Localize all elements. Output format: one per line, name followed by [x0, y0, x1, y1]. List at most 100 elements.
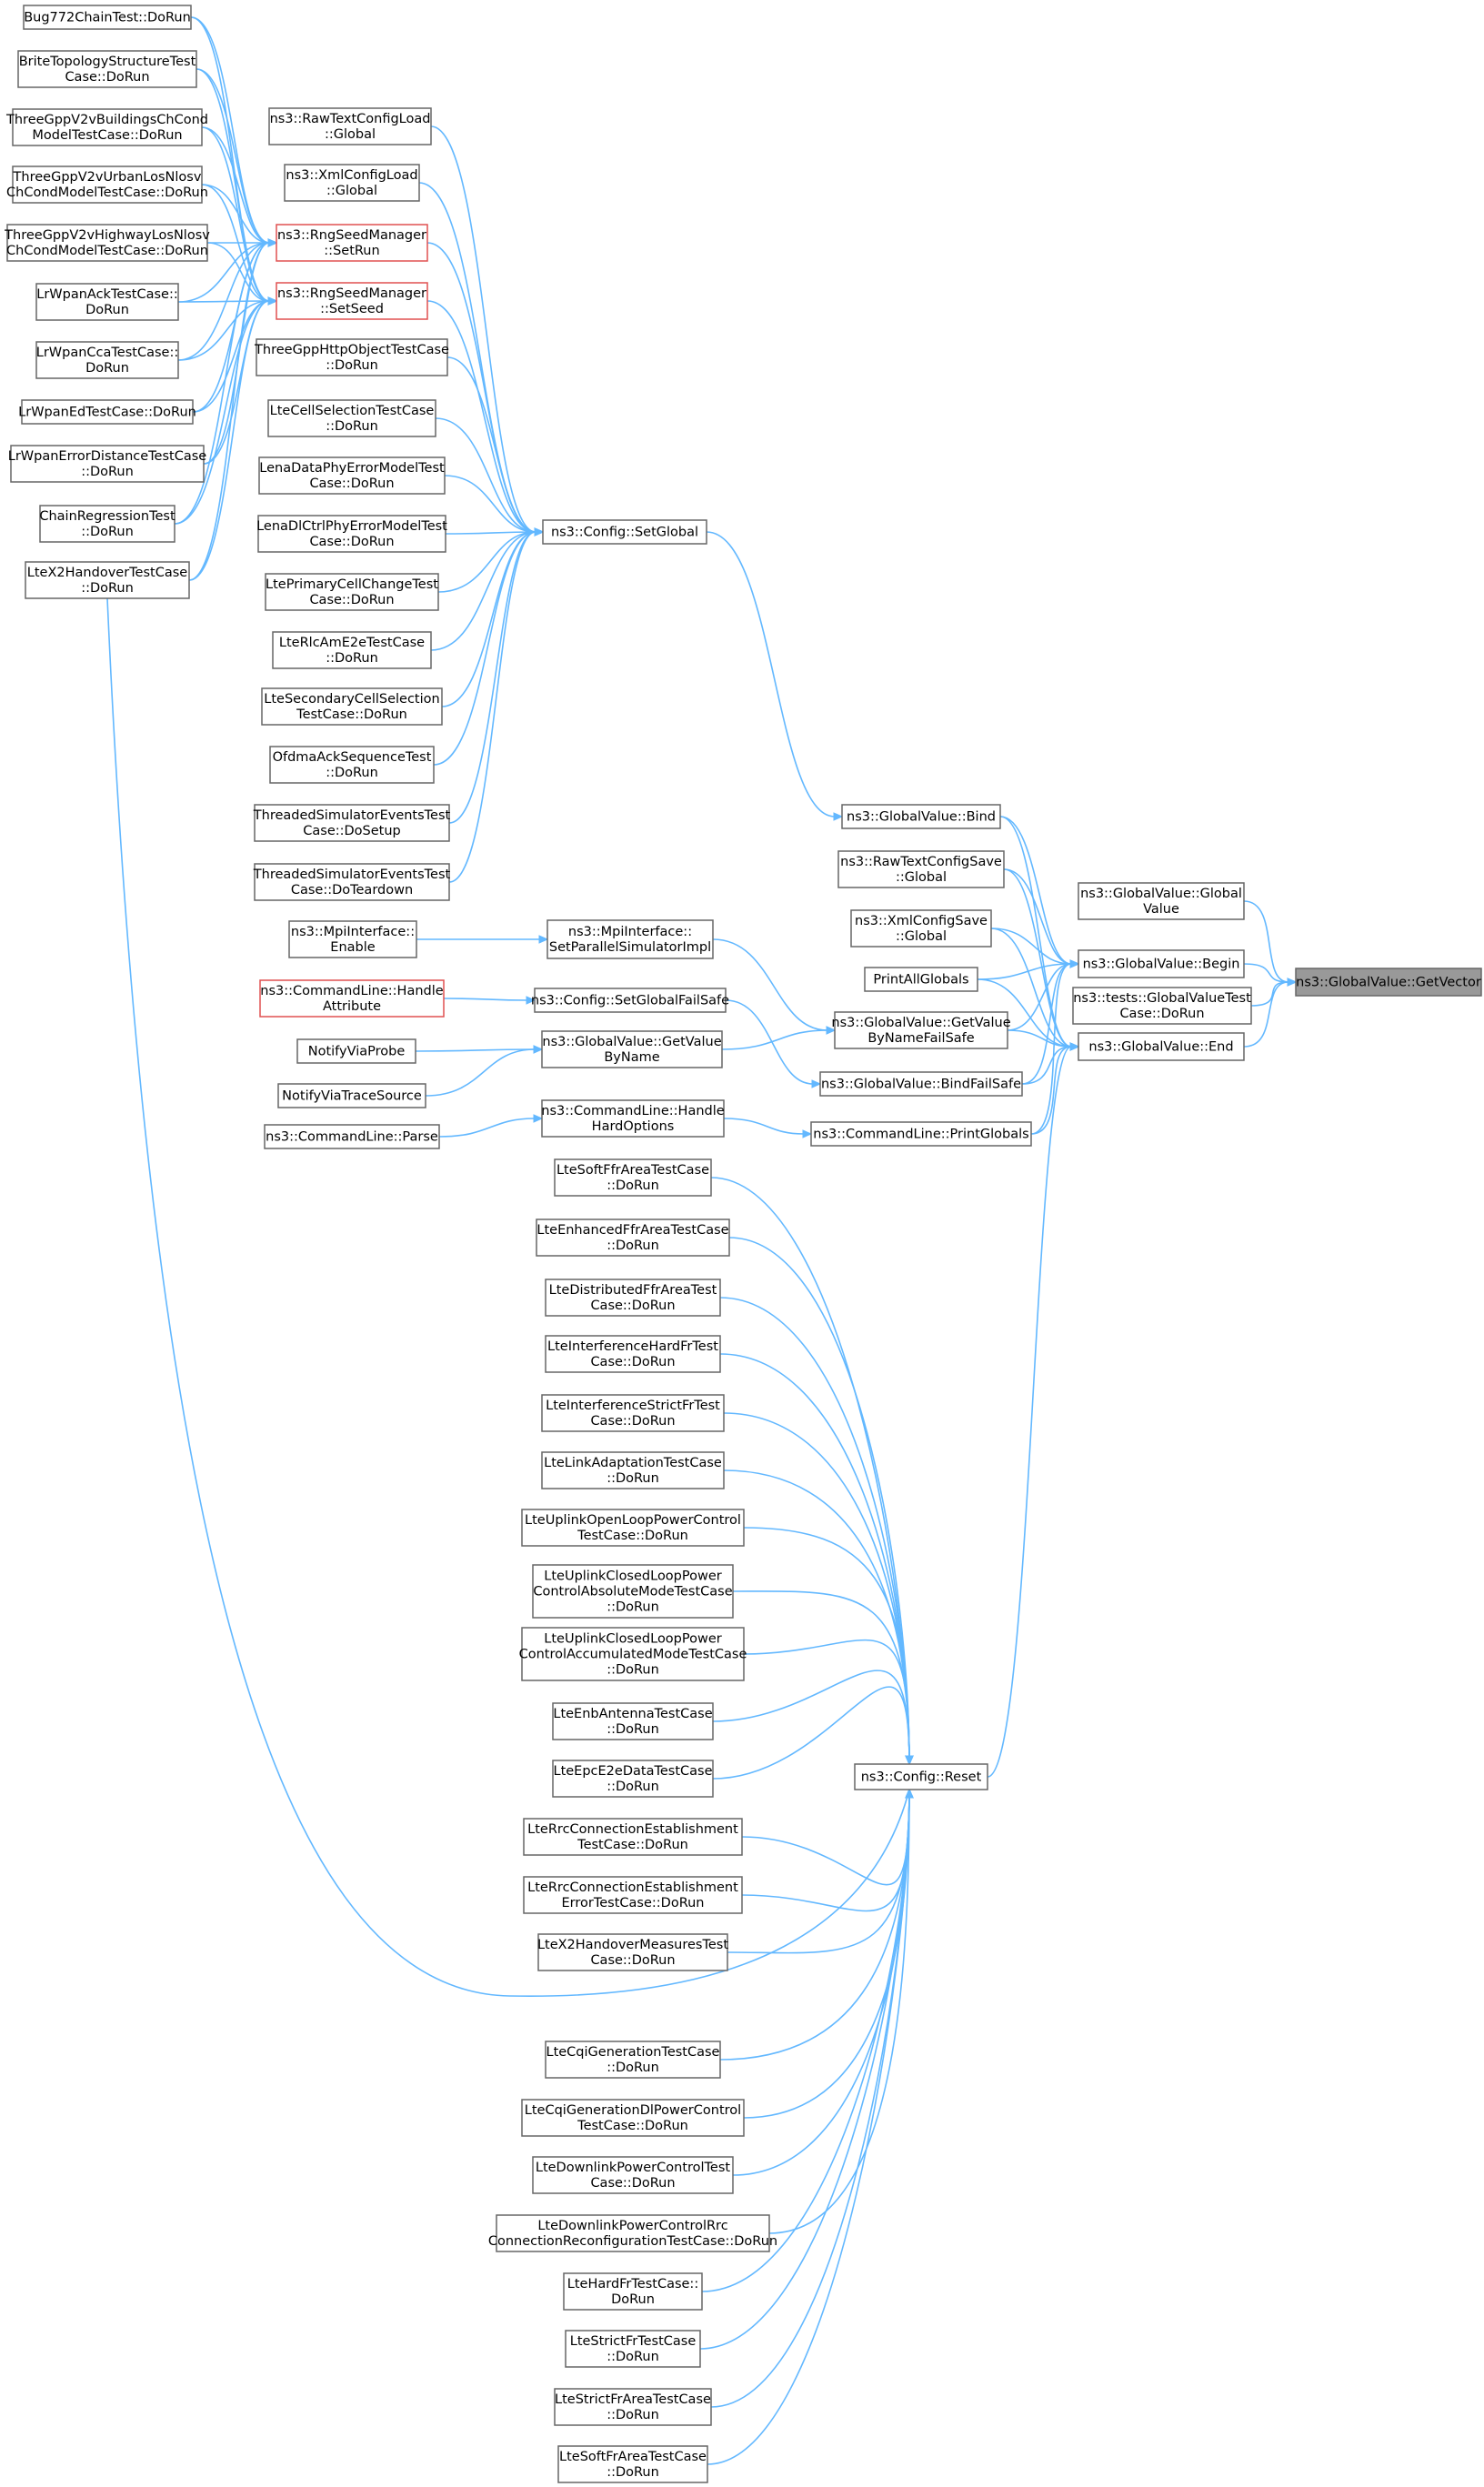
node-root[interactable]: ns3::GlobalValue::GetVector: [1295, 968, 1482, 997]
edge-lenadlctrl-to-cfg-setglobal: [445, 531, 536, 535]
edge-tgv2vbuild-to-rng-setrun: [201, 126, 270, 244]
node-notifyprobe[interactable]: NotifyViaProbe: [296, 1038, 416, 1064]
node-threegpphttp[interactable]: ThreeGppHttpObjectTestCase::DoRun: [254, 338, 449, 376]
node-r-ulclosedacc[interactable]: LteUplinkClosedLoopPowerControlAccumulat…: [519, 1627, 747, 1681]
node-xmlsave[interactable]: ns3::XmlConfigSave::Global: [850, 909, 992, 948]
node-lrwpancca[interactable]: LrWpanCcaTestCase::DoRun: [35, 341, 179, 379]
node-ltex2ho[interactable]: LteX2HandoverTestCase::DoRun: [25, 561, 190, 599]
node-label-line: NotifyViaTraceSource: [282, 1089, 422, 1104]
node-cfg-setglobalfs[interactable]: ns3::Config::SetGlobalFailSafe: [531, 988, 729, 1013]
node-r-epce2e[interactable]: LteEpcE2eDataTestCase::DoRun: [552, 1760, 714, 1798]
node-printall[interactable]: PrintAllGlobals: [864, 967, 978, 992]
node-ofdmaack[interactable]: OfdmaAckSequenceTest::DoRun: [269, 746, 435, 784]
node-r-enbant[interactable]: LteEnbAntennaTestCase::DoRun: [552, 1702, 714, 1740]
node-rawload[interactable]: ns3::RawTextConfigLoad::Global: [268, 107, 432, 145]
node-gv-bind[interactable]: ns3::GlobalValue::Bind: [841, 804, 1001, 829]
node-chainreg[interactable]: ChainRegressionTest::DoRun: [39, 505, 175, 543]
node-r-cqigen[interactable]: LteCqiGenerationTestCase::DoRun: [545, 2041, 721, 2079]
node-label-line: ::DoRun: [607, 1722, 659, 1737]
node-label-line: LrWpanAckTestCase::: [36, 287, 178, 302]
node-r-hardfr[interactable]: LteHardFrTestCase::DoRun: [563, 2272, 703, 2311]
node-notifytrace[interactable]: NotifyViaTraceSource: [277, 1083, 426, 1108]
node-tgv2vbuild[interactable]: ThreeGppV2vBuildingsChCondModelTestCase:…: [5, 108, 208, 146]
edge-rawload-to-cfg-setglobal: [430, 125, 536, 533]
node-r-linkadapt[interactable]: LteLinkAdaptationTestCase::DoRun: [541, 1451, 725, 1489]
node-tgv2vhwy[interactable]: ThreeGppV2vHighwayLosNlosvChCondModelTes…: [4, 224, 210, 262]
node-threadedteardown[interactable]: ThreadedSimulatorEventsTestCase::DoTeard…: [253, 863, 451, 901]
node-ltecellsel[interactable]: LteCellSelectionTestCase::DoRun: [267, 399, 436, 437]
node-label-line: ns3::Config::SetGlobal: [551, 526, 698, 540]
node-box: [541, 1030, 723, 1068]
edge-r-ulclosedacc-to-cfg-reset: [743, 1639, 910, 1765]
node-rng-setrun[interactable]: ns3::RngSeedManager::SetRun: [276, 224, 428, 262]
node-label-line: ModelTestCase::DoRun: [32, 128, 182, 143]
node-box: [854, 1763, 988, 1790]
node-label-line: LteDistributedFfrAreaTest: [549, 1283, 717, 1298]
node-tgv2vurban[interactable]: ThreeGppV2vUrbanLosNlosvChCondModelTestC…: [6, 165, 208, 204]
node-r-softfr[interactable]: LteSoftFrAreaTestCase::DoRun: [557, 2445, 708, 2483]
node-r-strictfr[interactable]: LteStrictFrTestCase::DoRun: [565, 2330, 701, 2368]
node-gv-end[interactable]: ns3::GlobalValue::End: [1078, 1032, 1245, 1061]
node-cfg-reset[interactable]: ns3::Config::Reset: [854, 1763, 988, 1790]
node-gv-begin[interactable]: ns3::GlobalValue::Begin: [1078, 949, 1245, 978]
node-label-line: ns3::RngSeedManager: [277, 228, 426, 243]
edge-gv-getvalbn-to-gv-getvalfs: [721, 1029, 828, 1050]
node-label-line: ::DoRun: [326, 358, 378, 373]
node-mpi-setpar[interactable]: ns3::MpiInterface::SetParallelSimulatorI…: [546, 919, 714, 959]
node-label-line: Enable: [330, 940, 375, 955]
node-lrwpaned[interactable]: LrWpanEdTestCase::DoRun: [18, 399, 196, 425]
node-r-dlpowerrrc[interactable]: LteDownlinkPowerControlRrcConnectionReco…: [488, 2214, 777, 2252]
node-rng-setseed[interactable]: ns3::RngSeedManager::SetSeed: [276, 282, 428, 320]
edge-cl-handleattr-to-cfg-setglobalfs: [443, 998, 528, 1001]
arrowhead: [526, 996, 536, 1005]
node-label-line: ns3::GlobalValue::GetValue: [542, 1035, 721, 1049]
node-cl-printglobals[interactable]: ns3::CommandLine::PrintGlobals: [810, 1121, 1032, 1147]
node-box: [258, 456, 446, 495]
node-lrwpanerr[interactable]: LrWpanErrorDistanceTestCase::DoRun: [8, 445, 207, 483]
edge-gv-end-to-root: [1243, 981, 1289, 1048]
node-r-rrcconn[interactable]: LteRrcConnectionEstablishmentTestCase::D…: [523, 1818, 743, 1856]
node-rawsave[interactable]: ns3::RawTextConfigSave::Global: [837, 850, 1005, 888]
node-box: [272, 631, 432, 669]
node-label-line: ns3::CommandLine::Handle: [260, 984, 443, 998]
node-lterlcam[interactable]: LteRlcAmE2eTestCase::DoRun: [272, 631, 432, 669]
node-label-line: TestCase::DoRun: [577, 1838, 688, 1852]
node-r-softffr[interactable]: LteSoftFfrAreaTestCase::DoRun: [554, 1158, 712, 1197]
node-label-line: Case::DoRun: [309, 535, 394, 549]
node-label-line: LteStrictFrAreaTestCase: [555, 2392, 711, 2407]
node-r-rrcconnerr[interactable]: LteRrcConnectionEstablishmentErrorTestCa…: [523, 1876, 743, 1914]
node-xmlload[interactable]: ns3::XmlConfigLoad::Global: [284, 164, 420, 202]
node-mpi-enable[interactable]: ns3::MpiInterface::Enable: [288, 920, 417, 958]
node-r-ulclosedabs[interactable]: LteUplinkClosedLoopPowerControlAbsoluteM…: [532, 1564, 734, 1619]
node-cl-parse[interactable]: ns3::CommandLine::Parse: [264, 1124, 440, 1149]
node-r-strictffr[interactable]: LteStrictFrAreaTestCase::DoRun: [554, 2388, 712, 2426]
node-r-cqigendl[interactable]: LteCqiGenerationDlPowerControlTestCase::…: [521, 2099, 745, 2137]
node-lrwpanack[interactable]: LrWpanAckTestCase::DoRun: [35, 283, 179, 321]
node-box: [10, 445, 205, 483]
node-gv-bindfs[interactable]: ns3::GlobalValue::BindFailSafe: [819, 1071, 1023, 1097]
node-r-ulopen[interactable]: LteUplinkOpenLoopPowerControlTestCase::D…: [521, 1509, 745, 1547]
edge-threadedteardown-to-cfg-setglobal: [448, 531, 536, 883]
node-gv-global[interactable]: ns3::GlobalValue::GlobalValue: [1078, 882, 1245, 920]
node-r-enhffr[interactable]: LteEnhancedFfrAreaTestCase::DoRun: [536, 1218, 730, 1257]
node-label-line: ::Global: [325, 127, 376, 142]
node-cfg-setglobal[interactable]: ns3::Config::SetGlobal: [542, 519, 707, 545]
node-bug772[interactable]: Bug772ChainTest::DoRun: [23, 5, 192, 30]
node-label-line: Bug772ChainTest::DoRun: [24, 11, 191, 25]
